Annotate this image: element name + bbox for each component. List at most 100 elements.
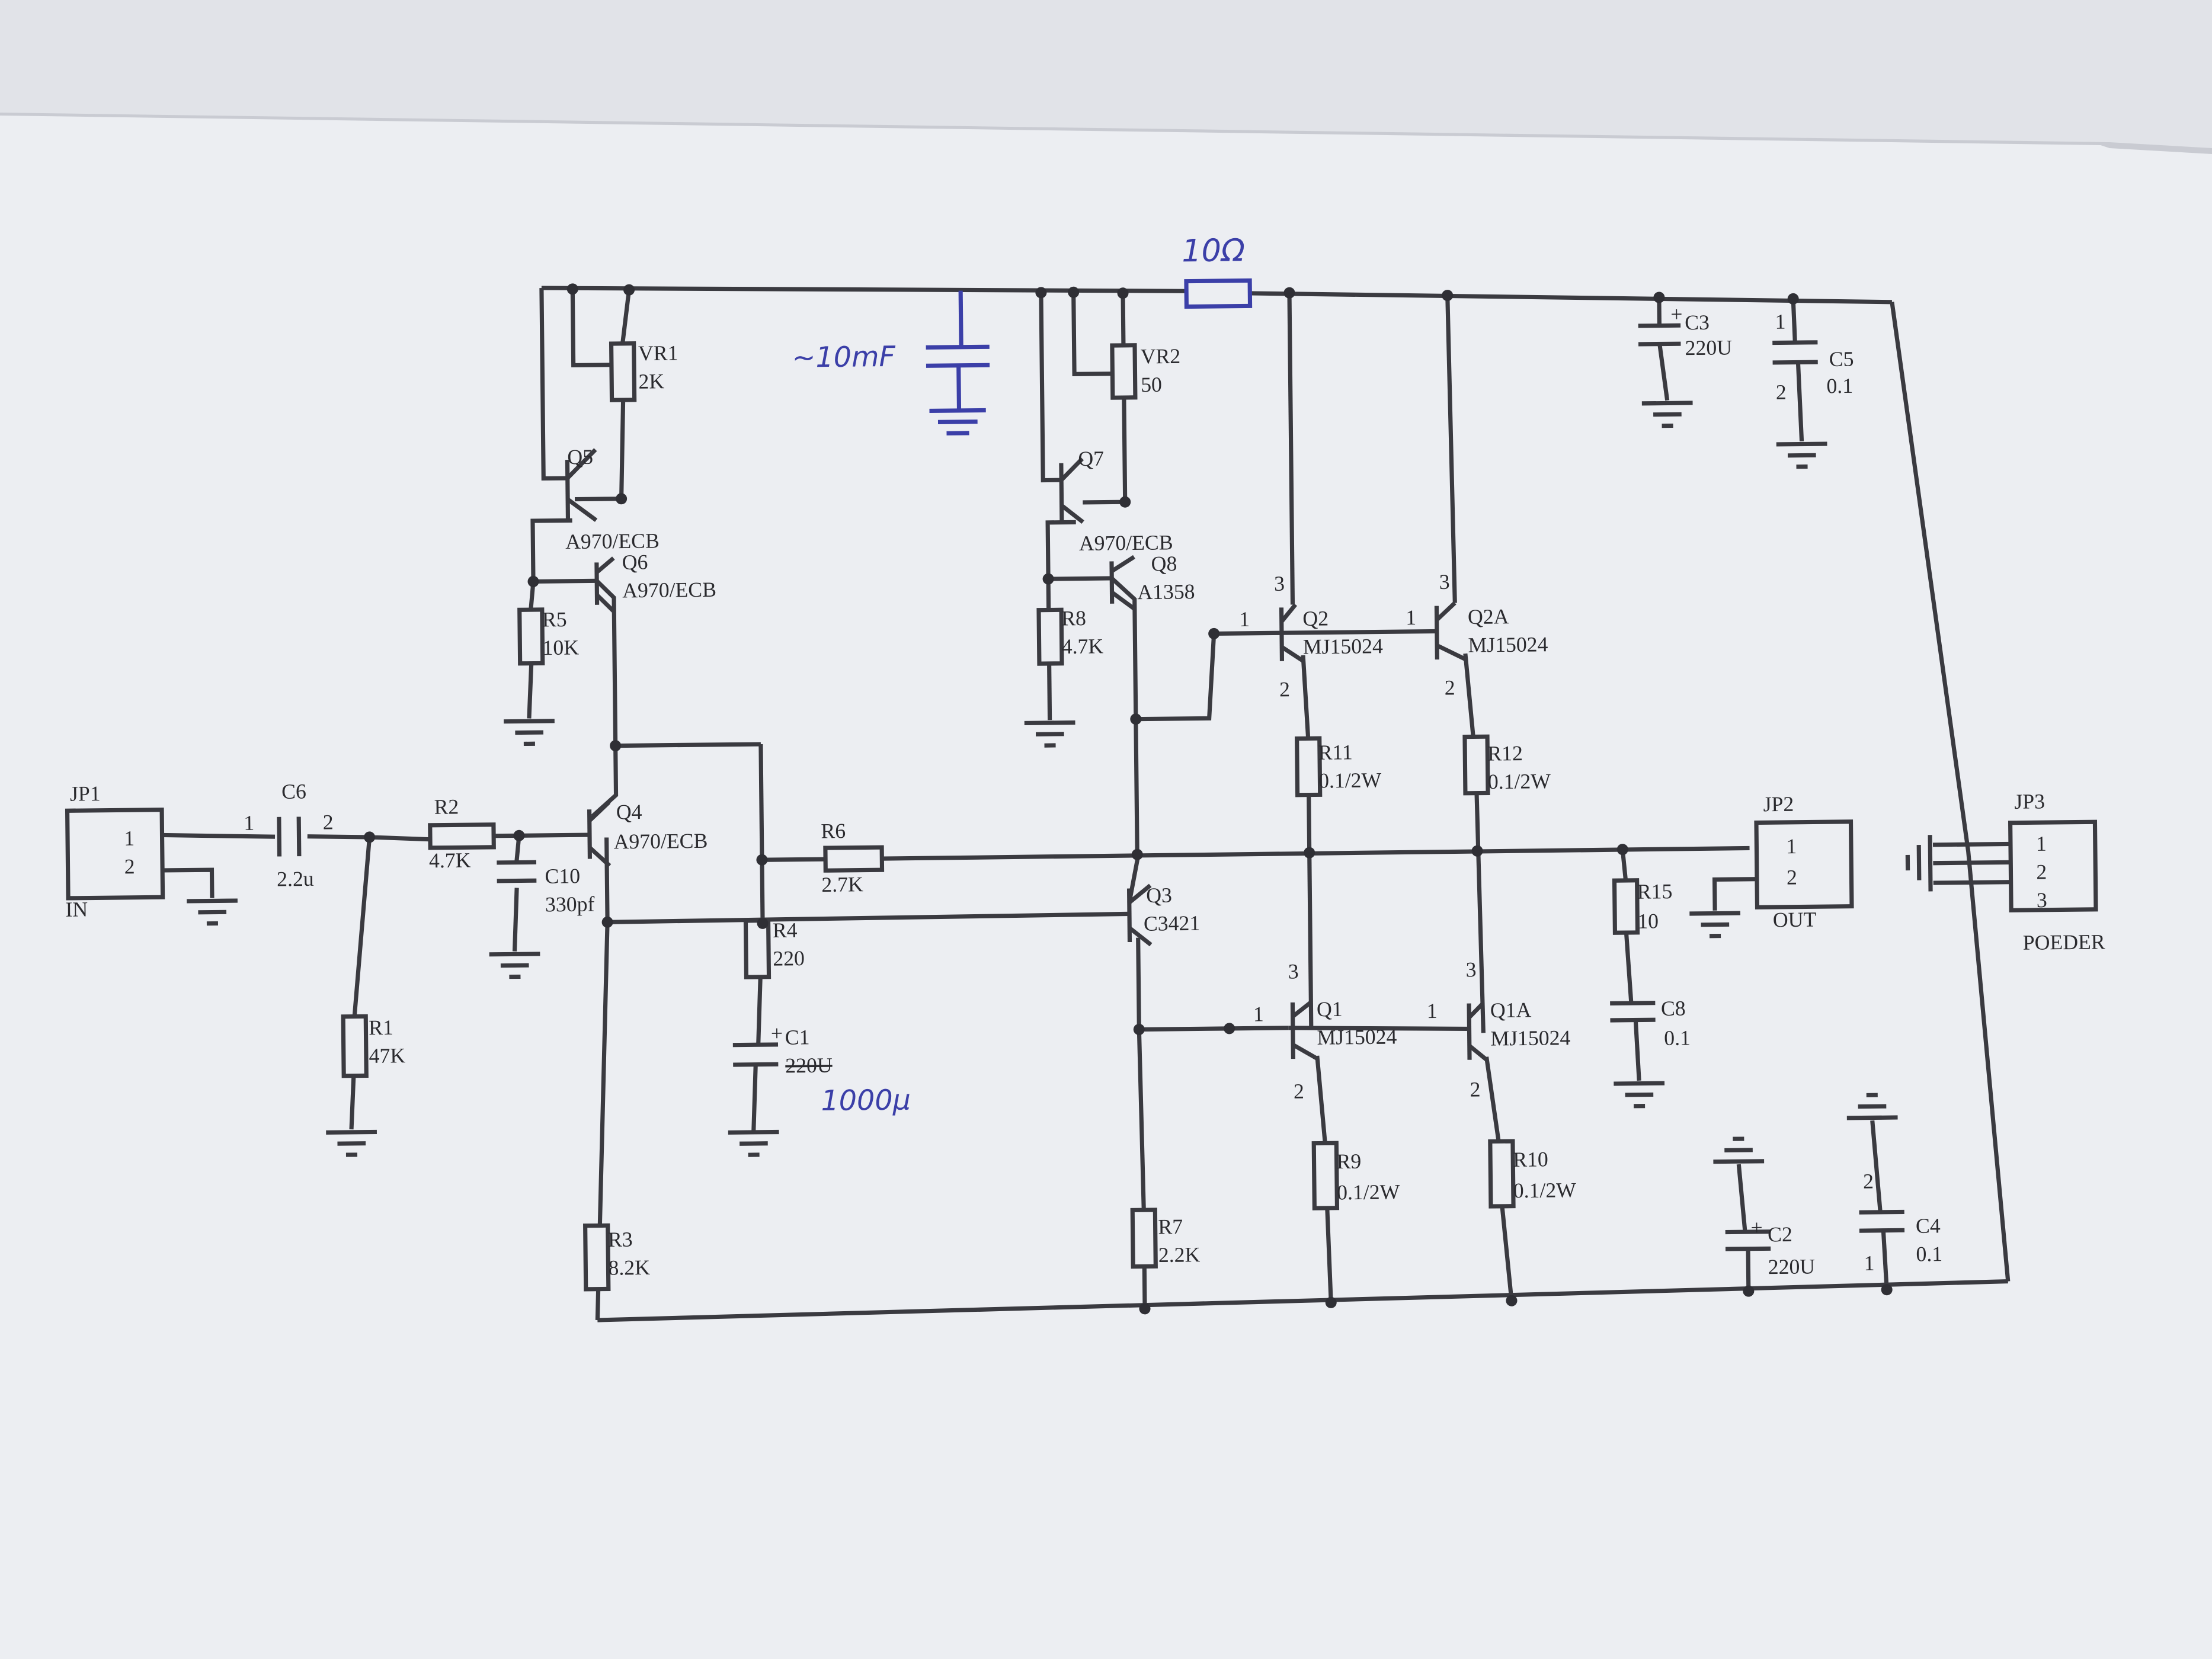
schematic-paper-sheet (0, 116, 2212, 1659)
ground-icon (1689, 911, 1741, 939)
q4-part: A970/ECB (613, 829, 708, 854)
q1a-pin2: 2 (1470, 1077, 1480, 1101)
vr1-ref: VR1 (638, 341, 678, 365)
r7-ref: R7 (1158, 1215, 1183, 1238)
r4-value: 220 (773, 946, 805, 971)
resistor-r9 (1311, 1141, 1340, 1210)
r5-value: 10K (542, 635, 579, 659)
jp1-pin2: 2 (124, 854, 135, 878)
r10-value: 0.1/2W (1513, 1178, 1577, 1202)
resistor-r8 (1036, 607, 1064, 666)
ground-icon (1905, 835, 1933, 892)
c3-plus: + (1670, 302, 1683, 326)
resistor-r2 (428, 822, 496, 850)
potentiometer-vr1 (609, 341, 637, 402)
transistor-q2 (1279, 603, 1305, 663)
r15-value: 10 (1637, 909, 1659, 933)
resistor-r4 (743, 918, 772, 979)
c3-ref: C3 (1685, 310, 1710, 334)
c5-pin1: 1 (1775, 310, 1785, 334)
r3-value: 8.2K (608, 1256, 650, 1280)
ground-icon (187, 898, 238, 926)
r9-value: 0.1/2W (1337, 1180, 1400, 1204)
jp3-pin2: 2 (2036, 860, 2047, 883)
resistor-r12 (1462, 734, 1490, 796)
c2-ref: C2 (1768, 1222, 1792, 1246)
c4-ref: C4 (1916, 1213, 1941, 1237)
transistor-symbols (565, 448, 1488, 1062)
c1-plus: + (771, 1021, 783, 1045)
jp1-pin1: 1 (124, 827, 135, 850)
q4-ref: Q4 (616, 800, 642, 824)
transistor-q6 (594, 556, 616, 613)
c6-value: 2.2u (277, 867, 314, 891)
q1a-ref: Q1A (1490, 998, 1532, 1022)
r4-ref: R4 (773, 918, 798, 942)
r11-value: 0.1/2W (1318, 768, 1382, 792)
transistor-q5 (565, 448, 598, 522)
q2a-pin2: 2 (1445, 675, 1455, 699)
q6-part: A970/ECB (622, 578, 716, 603)
q2a-ref: Q2A (1468, 604, 1509, 629)
back-paper-sheet (0, 0, 2212, 148)
junction-dots (364, 283, 1893, 1315)
resistor-r10 (1488, 1139, 1516, 1209)
q2a-part: MJ15024 (1468, 632, 1548, 656)
transistor-q3 (1126, 883, 1153, 947)
q1-pin2: 2 (1294, 1080, 1304, 1103)
r1-value: 47K (369, 1043, 405, 1068)
c5-value: 0.1 (1826, 374, 1853, 398)
connector-jp1 (65, 808, 165, 901)
resistor-r6 (823, 845, 885, 873)
q5-ref: Q5 (567, 445, 593, 469)
c10-ref: C10 (545, 864, 580, 888)
r12-value: 0.1/2W (1488, 769, 1551, 793)
ground-icon (1024, 720, 1075, 748)
r10-ref: R10 (1513, 1147, 1548, 1171)
q1a-pin3: 3 (1465, 957, 1476, 981)
ground-icon (1846, 1093, 1898, 1120)
jp2-pin2: 2 (1787, 865, 1797, 889)
transistor-q2a (1434, 601, 1467, 661)
vr1-value: 2K (638, 369, 664, 393)
potentiometer-vr2 (1110, 343, 1138, 400)
resistor-bodies (341, 341, 1640, 1292)
q1-pin3: 3 (1288, 959, 1298, 983)
c6-ref: C6 (281, 779, 306, 803)
r6-value: 2.7K (821, 872, 863, 896)
jp3-pin1: 1 (2036, 832, 2047, 856)
ground-icon (326, 1129, 377, 1157)
q1-ref: Q1 (1317, 997, 1343, 1021)
resistor-r11 (1295, 736, 1323, 798)
c8-value: 0.1 (1664, 1026, 1691, 1049)
handwritten-c1-value: 1000μ (821, 1084, 911, 1117)
r3-ref: R3 (608, 1228, 633, 1251)
q7-part: A970/ECB (1079, 530, 1173, 555)
r8-value: 4.7K (1062, 634, 1104, 658)
vr2-value: 50 (1141, 373, 1162, 396)
c6-pin1: 1 (244, 811, 254, 835)
ground-icon (504, 719, 555, 747)
transistor-q8 (1109, 555, 1137, 611)
transistor-q7 (1059, 457, 1084, 524)
jp2-pin1: 1 (1786, 834, 1797, 858)
q3-part: C3421 (1144, 911, 1201, 936)
q1a-pin1: 1 (1427, 999, 1438, 1023)
resistor-r7 (1130, 1208, 1158, 1269)
r11-ref: R11 (1318, 740, 1353, 764)
r9-ref: R9 (1336, 1149, 1361, 1173)
ground-symbols (187, 401, 1933, 1164)
ground-icon (1713, 1136, 1765, 1164)
q3-ref: Q3 (1146, 883, 1172, 907)
capacitor-plates (277, 323, 1905, 1251)
c2-value: 220U (1768, 1254, 1816, 1279)
q2a-pin3: 3 (1439, 570, 1450, 594)
q2-pin1: 1 (1239, 607, 1250, 631)
resistor-r3 (583, 1223, 611, 1292)
q1-pin1: 1 (1253, 1002, 1264, 1026)
c1-value: 220U (785, 1053, 833, 1078)
handwritten-fuse-value: 10Ω (1182, 232, 1245, 269)
r5-ref: R5 (542, 607, 567, 631)
fuse-symbol (1184, 278, 1253, 309)
